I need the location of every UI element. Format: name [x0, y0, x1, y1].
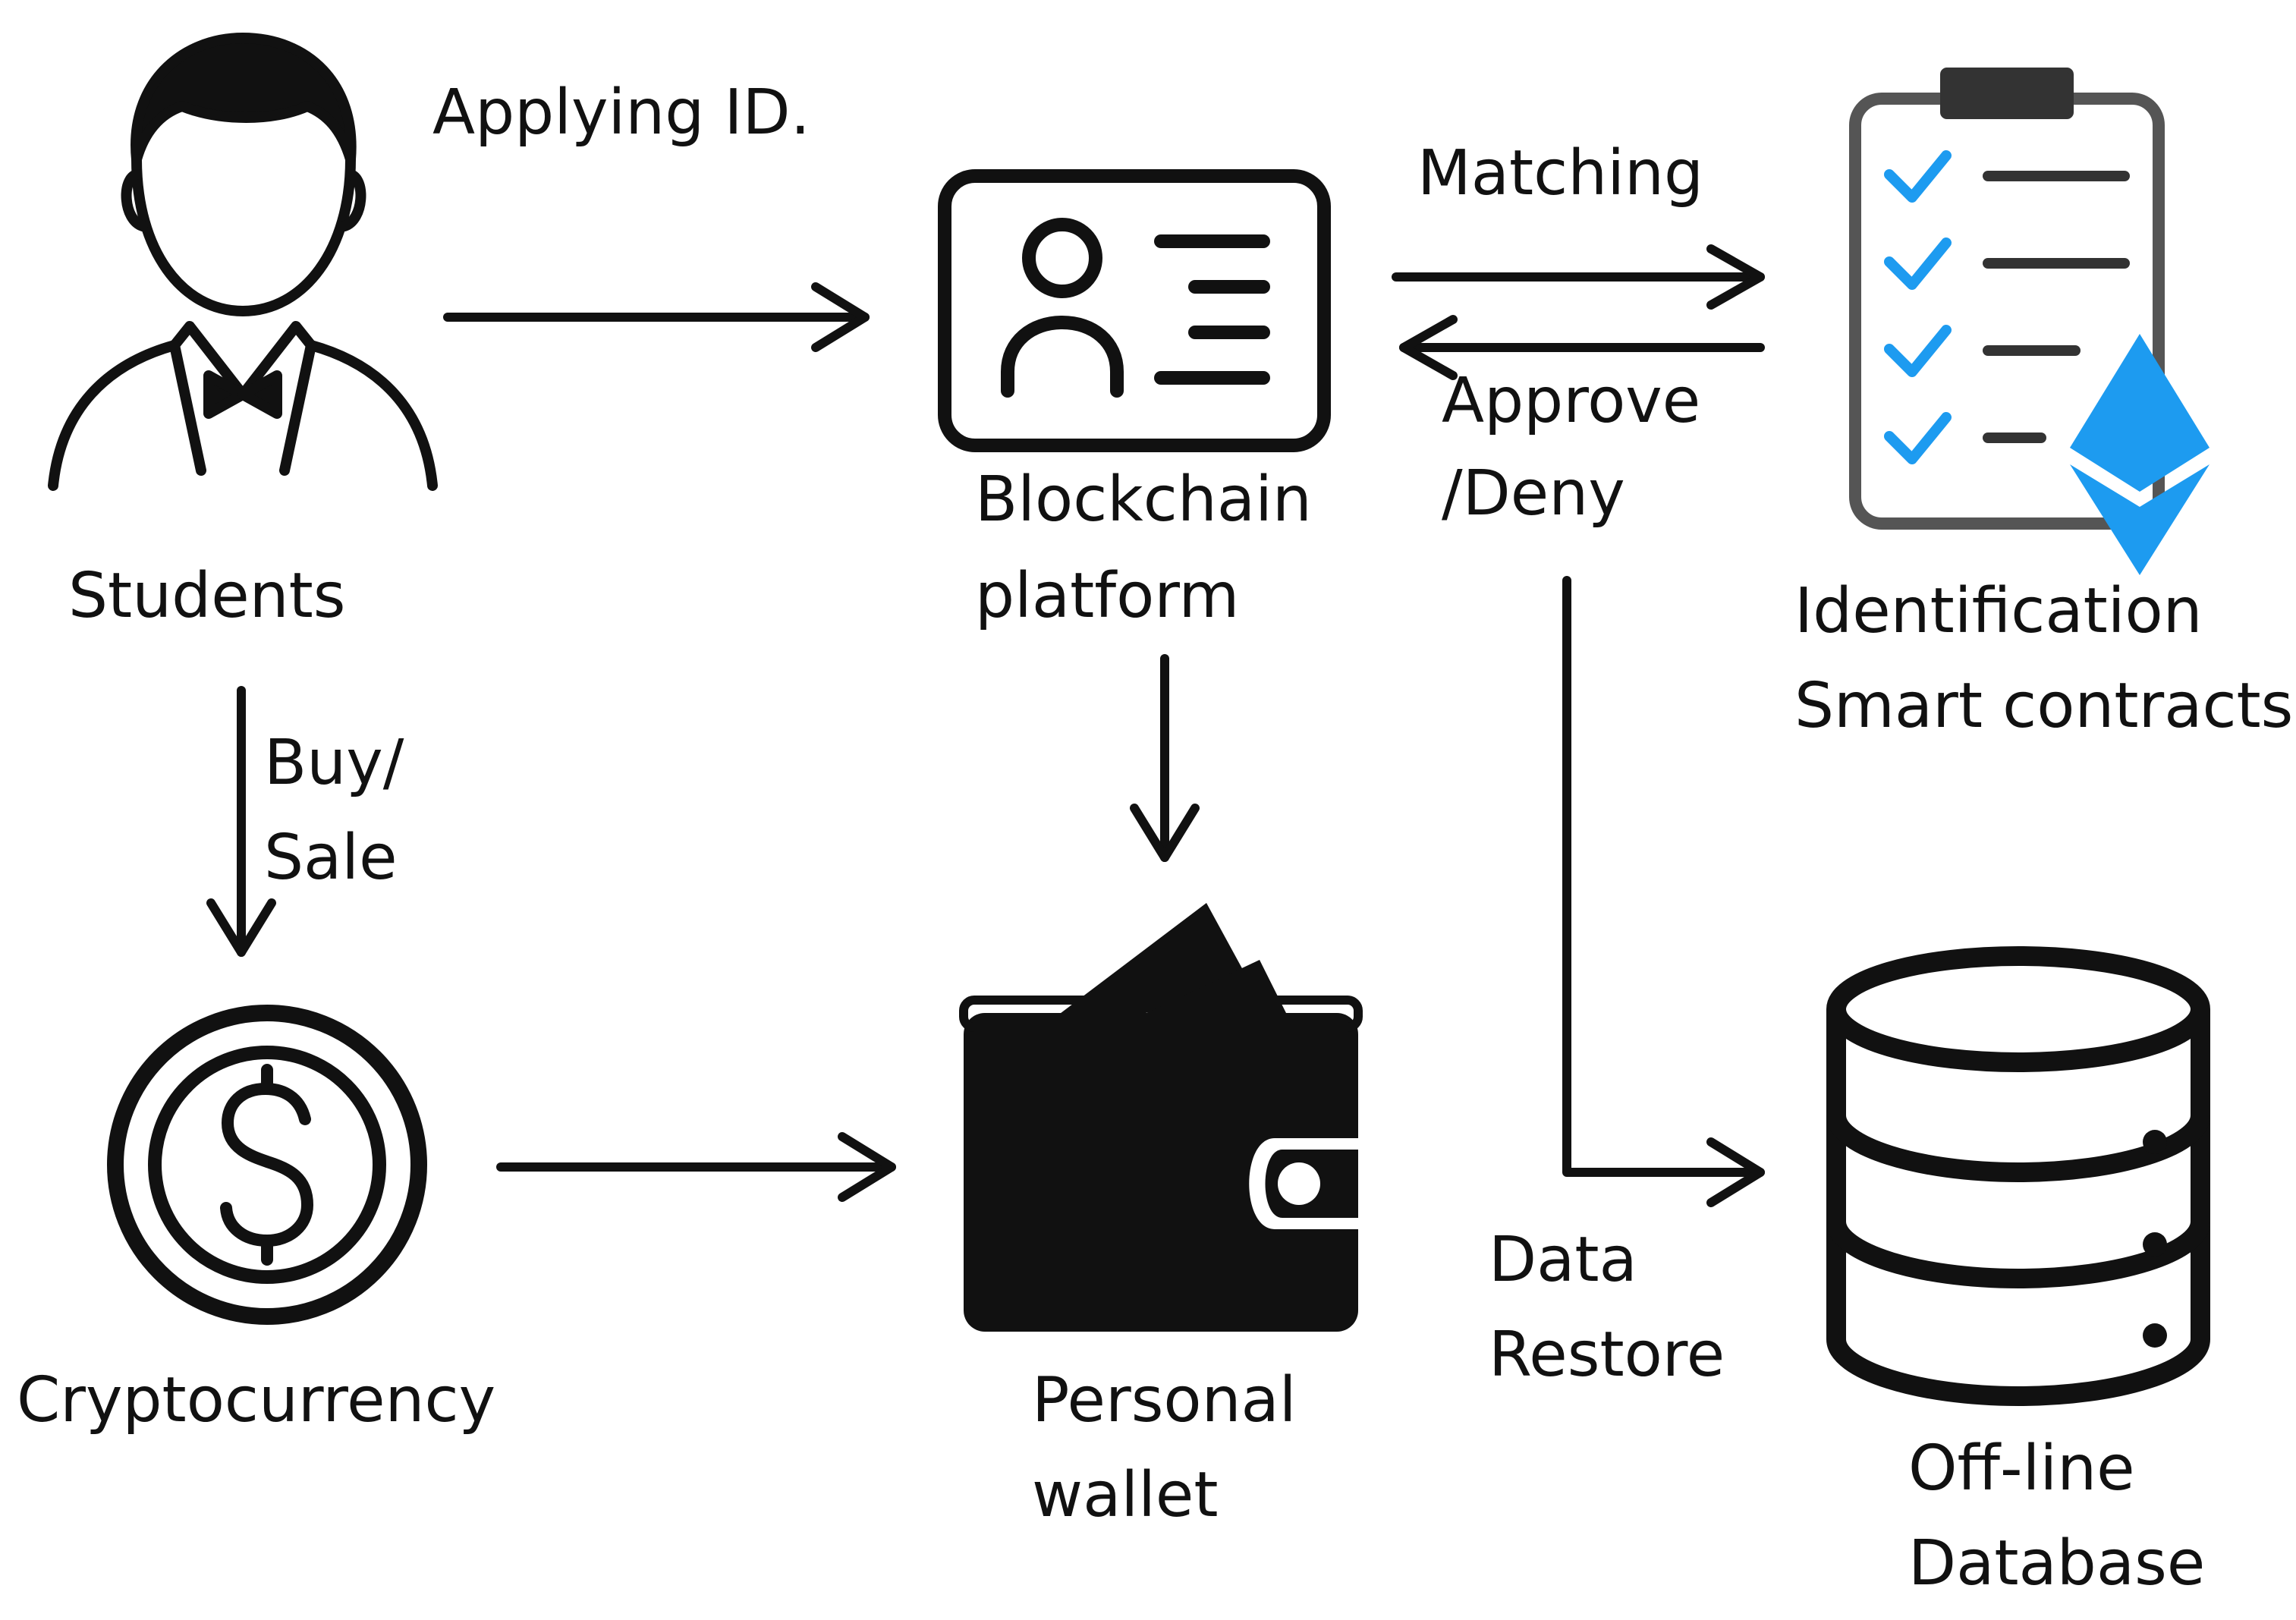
edge-label-data: Data — [1489, 1224, 1637, 1296]
arrow-buy-sale — [206, 686, 276, 957]
wallet-label-line1: Personal — [1032, 1364, 1297, 1436]
arrow-matching — [1392, 244, 1765, 310]
arrow-applying-id — [443, 282, 870, 352]
student-icon — [48, 33, 438, 491]
edge-label-approve: Approve — [1442, 365, 1701, 437]
database-label-line1: Off-line — [1908, 1433, 2135, 1505]
coin-icon — [107, 1005, 427, 1325]
wallet-label-line2: wallet — [1032, 1459, 1219, 1531]
edge-label-matching: Matching — [1417, 137, 1704, 209]
database-label-line2: Database — [1908, 1527, 2206, 1600]
arrow-approve-deny — [1399, 315, 1765, 380]
identification-label-line2: Smart contracts — [1794, 670, 2294, 742]
blockchain-label-line2: platform — [975, 560, 1240, 632]
wallet-icon — [959, 903, 1363, 1332]
edge-label-sale: Sale — [264, 822, 398, 894]
identification-label-line1: Identification — [1794, 575, 2203, 647]
blockchain-label-line1: Blockchain — [975, 464, 1312, 536]
checklist-icon — [1849, 68, 2165, 530]
edge-label-restore: Restore — [1489, 1319, 1725, 1391]
cryptocurrency-label: Cryptocurrency — [17, 1364, 496, 1436]
id-card-icon — [938, 169, 1331, 452]
edge-label-deny: /Deny — [1442, 458, 1625, 530]
arrow-crypto-to-wallet — [496, 1132, 896, 1202]
ethereum-icon — [2070, 334, 2210, 575]
students-label: Students — [68, 560, 346, 632]
database-icon — [1826, 946, 2210, 1407]
edge-label-buy: Buy/ — [264, 727, 404, 799]
edge-label-applying-id: Applying ID. — [432, 77, 810, 149]
arrow-blockchain-to-wallet — [1130, 654, 1200, 862]
arrow-data-restore — [1562, 576, 1765, 1207]
